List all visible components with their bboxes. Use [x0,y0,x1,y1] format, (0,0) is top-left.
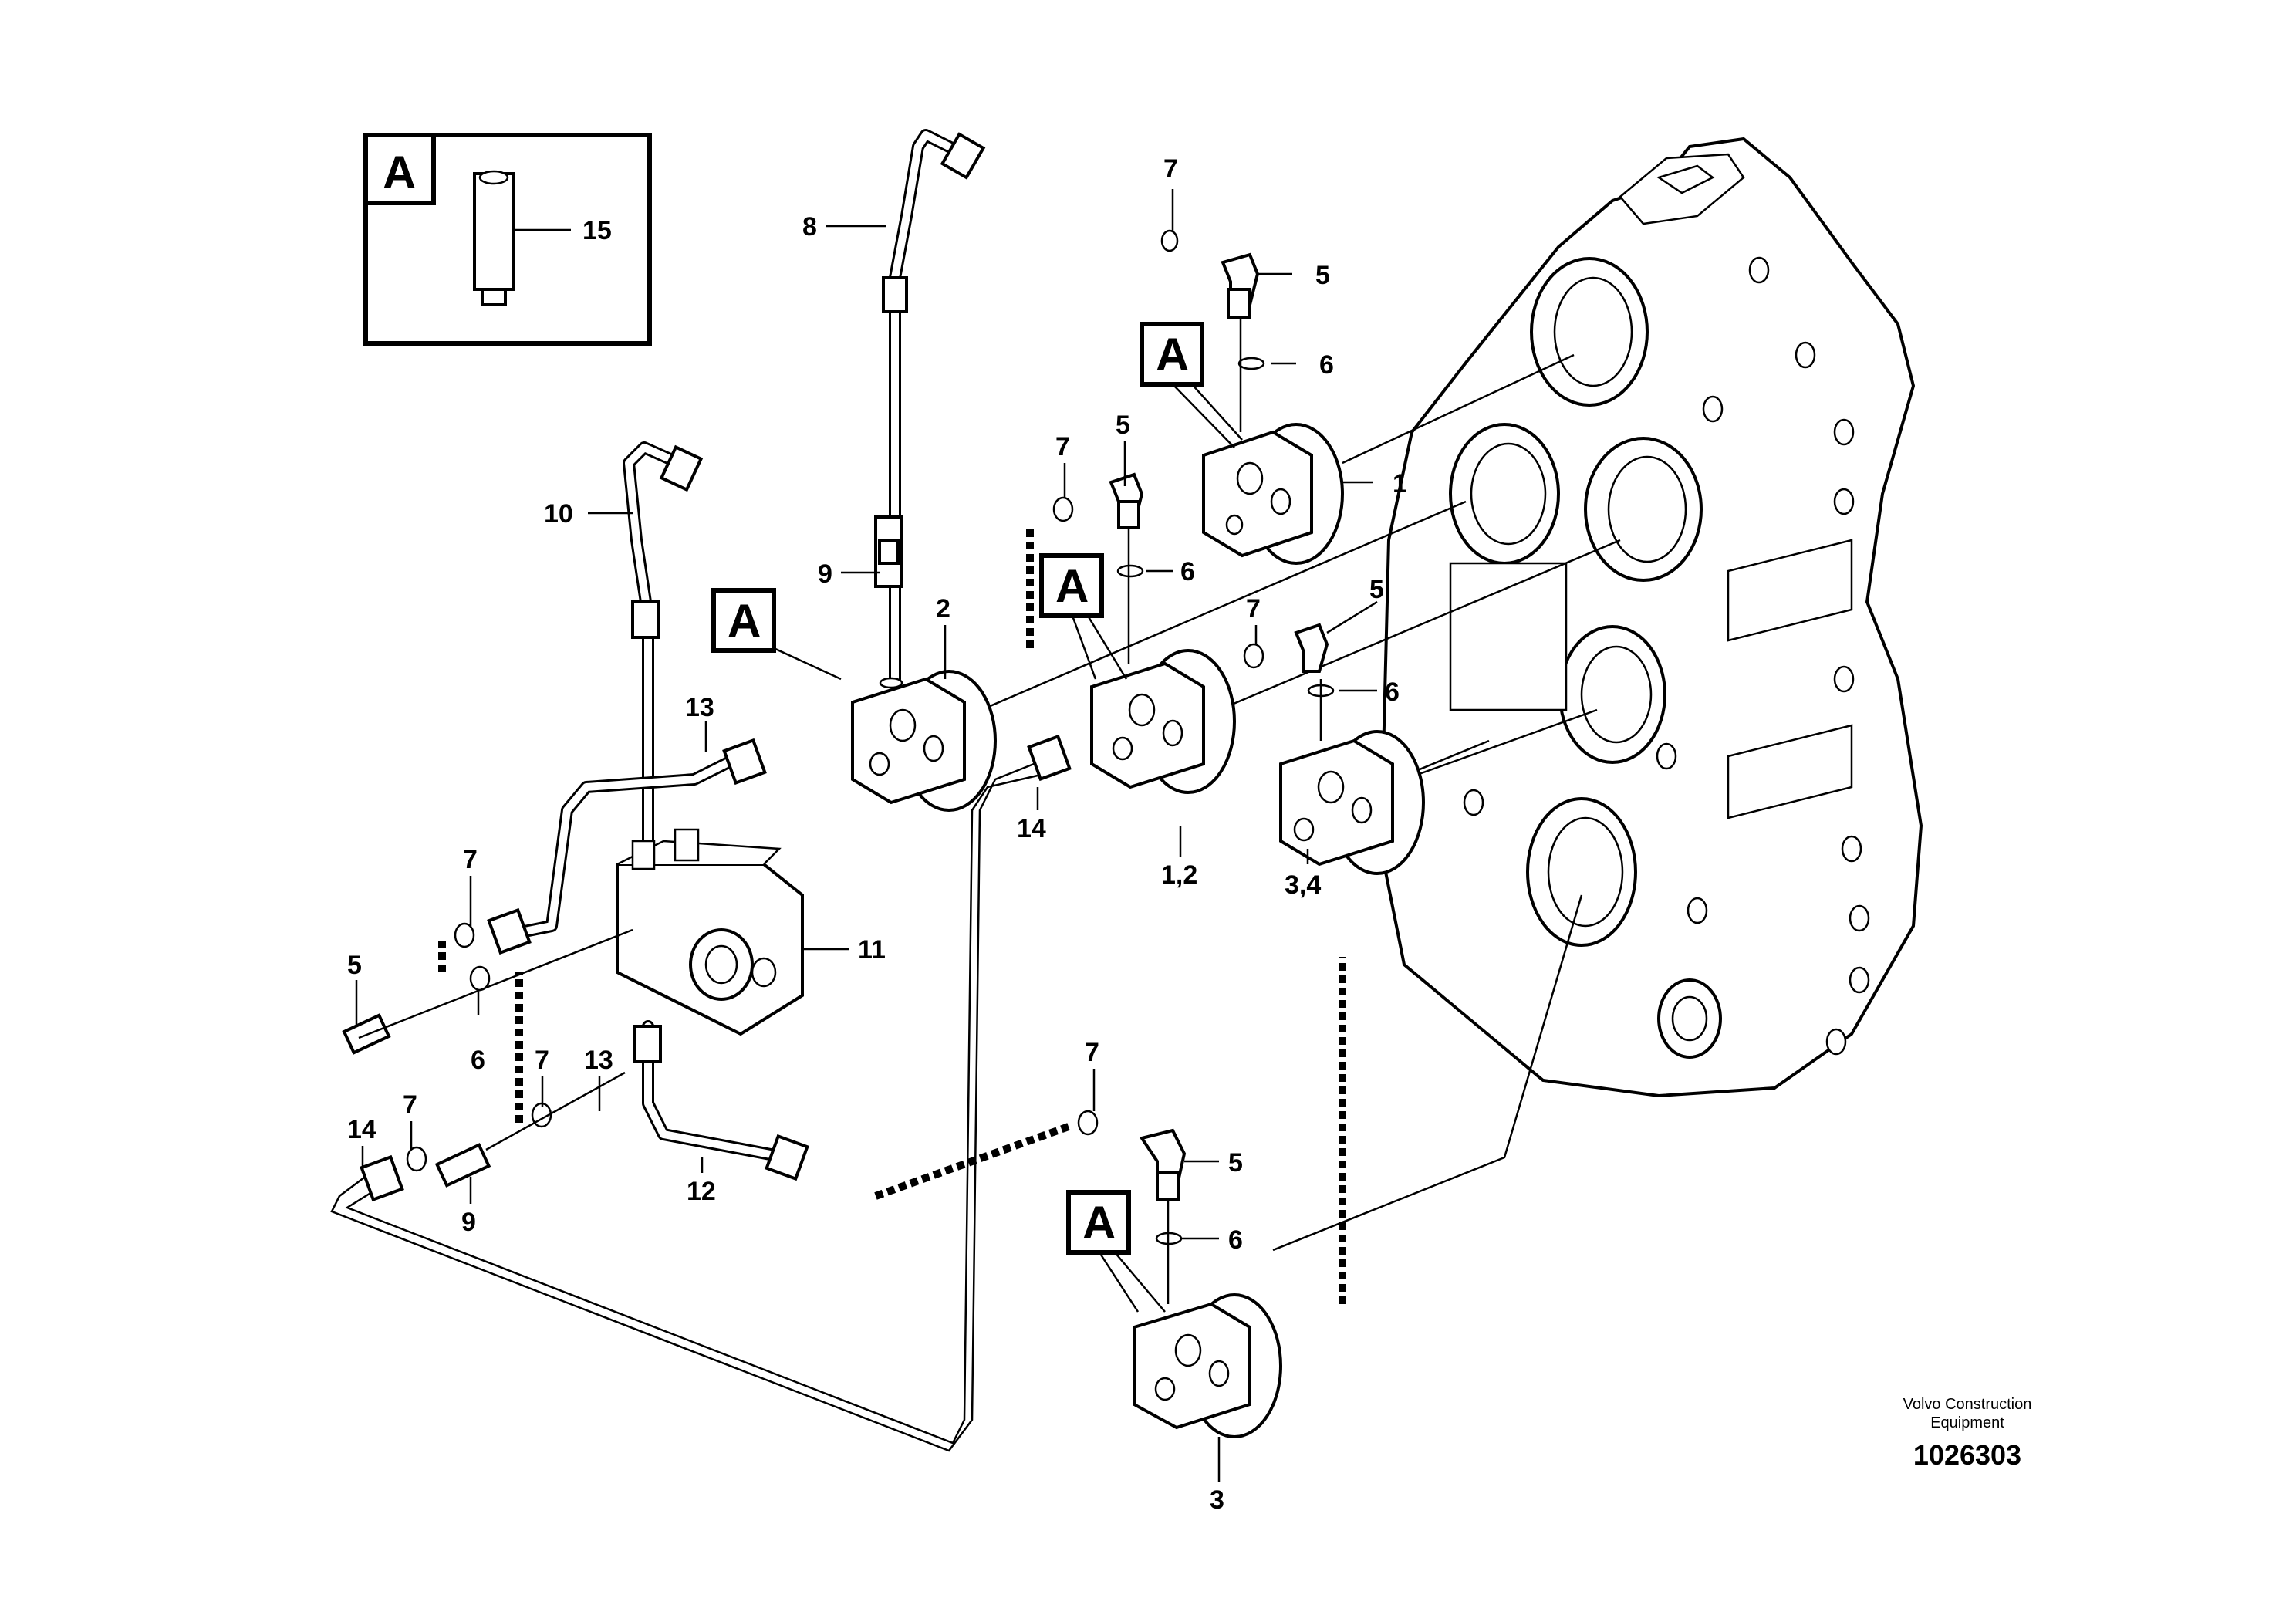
transmission-housing [1379,137,1923,1098]
actuator-3-4 [1279,730,1425,875]
callout-3: 3 [1210,1485,1224,1515]
view-marker-a: A [1156,329,1189,380]
pipe-14-long [330,734,1072,1452]
callout-12: 12 [687,1177,716,1206]
callout-9: 9 [818,559,832,589]
callout-11: 11 [858,935,886,965]
callout-5: 5 [1116,411,1130,440]
callout-5: 5 [1228,1148,1243,1178]
inset-view-label: A [383,147,416,198]
view-marker-a: A [728,595,761,647]
callout-10: 10 [544,499,573,529]
actuator-1-2 [1090,649,1236,794]
view-marker-a: A [1082,1197,1116,1249]
pipe-12 [633,1020,809,1181]
callout-13: 13 [584,1046,613,1075]
fittings [342,229,1335,1304]
callout-7: 7 [1163,154,1178,184]
callout-8: 8 [802,212,817,242]
callout-7: 7 [1085,1038,1099,1067]
pipe-13 [487,738,767,955]
inset-view-a [363,133,652,346]
callout-labels: 15 8 7 5 6 1 7 5 10 9 2 6 7 5 6 13 14 1,… [347,154,1407,1515]
callout-6: 6 [1228,1225,1243,1255]
credit-line-2: Equipment [1930,1414,2004,1431]
view-marker-a: A [1055,560,1089,612]
credit-block: Volvo Construction Equipment 1026303 [1903,1396,2032,1471]
callout-14: 14 [347,1115,376,1144]
drawing-number: 1026303 [1913,1439,2021,1471]
pipe-8 [882,129,986,685]
callout-14: 14 [1017,814,1046,843]
callout-6: 6 [1319,350,1334,380]
callout-leaders [355,189,1378,1482]
callout-3-4: 3,4 [1285,870,1321,900]
callout-15: 15 [582,216,612,245]
callout-7: 7 [463,845,478,874]
callout-7: 7 [535,1046,549,1075]
callout-6: 6 [471,1046,485,1075]
callout-7: 7 [1246,594,1261,623]
callout-13: 13 [685,693,714,722]
actuator-1 [1202,423,1344,565]
view-marker-labels: A A A A A [383,147,1189,1249]
part-15-icon [473,170,515,306]
view-markers [711,322,1243,1313]
callout-1-2: 1,2 [1161,860,1197,890]
callout-6: 6 [1385,678,1400,707]
callout-5: 5 [1315,261,1330,290]
dashed-connections [438,525,1346,1304]
valve-block-11 [616,828,804,1036]
callout-9: 9 [461,1208,476,1237]
callout-5: 5 [347,951,362,980]
actuator-2 [851,670,997,812]
callout-2: 2 [936,594,950,623]
callout-1: 1 [1393,469,1407,498]
callout-7: 7 [403,1090,417,1120]
pipe-10 [623,441,704,847]
callout-5: 5 [1369,575,1384,604]
credit-line-1: Volvo Construction [1903,1396,2032,1413]
actuator-3 [1133,1293,1282,1438]
callout-7: 7 [1055,432,1070,461]
callout-6: 6 [1180,557,1195,586]
